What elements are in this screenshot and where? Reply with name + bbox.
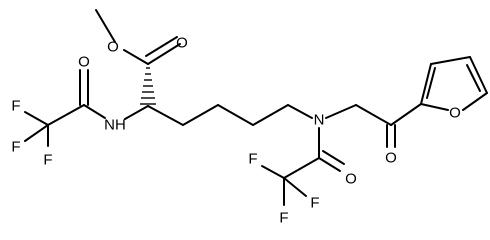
bond-chain-3 xyxy=(217,104,254,126)
bond-furan-o-c2 xyxy=(420,103,449,111)
cf3-2-f-left-label: F xyxy=(248,151,257,168)
bond-ketone-furan xyxy=(390,103,422,126)
bond-chain-n xyxy=(287,104,313,119)
cf3-1-f-bottom-label: F xyxy=(43,152,52,169)
ester-o-carbonyl-label: O xyxy=(176,35,188,52)
bond-cf3-2-f-left xyxy=(261,165,285,179)
bond-furan-c5-o xyxy=(462,92,488,111)
stereo-hashed-bond xyxy=(140,67,156,105)
bond-ch2-ketone-carbon xyxy=(355,104,392,126)
bond-amide2-carbonyl-b xyxy=(322,150,345,165)
bond-methyl-o xyxy=(95,9,116,43)
bond-furan-c3-c4 xyxy=(430,56,471,65)
bond-chain-2 xyxy=(182,104,219,126)
tertiary-n-label: N xyxy=(314,112,325,129)
bond-cf3-1-f-left xyxy=(24,124,49,142)
cf3-1-f-left-label: F xyxy=(11,139,20,156)
cf3-1-f-top-label: F xyxy=(11,98,20,115)
bond-amide1-cf3 xyxy=(47,104,85,126)
cf3-2-f-bottom-label: F xyxy=(279,210,288,227)
bond-cf3-2-f-right xyxy=(283,177,307,197)
bond-o-ester-carbon xyxy=(123,49,149,65)
bond-furan-c4-c5 xyxy=(469,56,488,94)
bond-cf3-1-f-top xyxy=(24,111,49,126)
ester-o-methyl-label: O xyxy=(107,39,119,56)
bond-ester-carbonyl-b xyxy=(145,36,178,57)
bond-amide2-carbonyl-a xyxy=(318,157,341,172)
ketone-o-label: O xyxy=(385,150,397,167)
cf3-2-f-right-label: F xyxy=(310,195,319,212)
amide1-nh-label: NH xyxy=(104,117,126,134)
chemical-structure-diagram: O O O NH F F F N O O O F F F xyxy=(11,9,488,227)
amide2-o-label: O xyxy=(345,171,357,188)
bond-amide2-cf3 xyxy=(283,157,320,179)
bond-chain-4 xyxy=(252,104,289,126)
bond-furan-c2-c3 xyxy=(420,63,432,105)
bond-n-ch2 xyxy=(325,104,357,119)
amide1-o-label: O xyxy=(78,54,90,71)
bond-furan-c4-c5-inner xyxy=(466,64,481,92)
bond-ester-carbonyl-a xyxy=(147,43,181,65)
bond-alpha-nh xyxy=(124,105,149,120)
furan-o-label: O xyxy=(449,105,461,122)
bond-chain-1 xyxy=(147,105,184,126)
bond-furan-c2-c3-inner xyxy=(426,67,436,99)
bond-nh-amide1-carbon xyxy=(83,104,106,119)
